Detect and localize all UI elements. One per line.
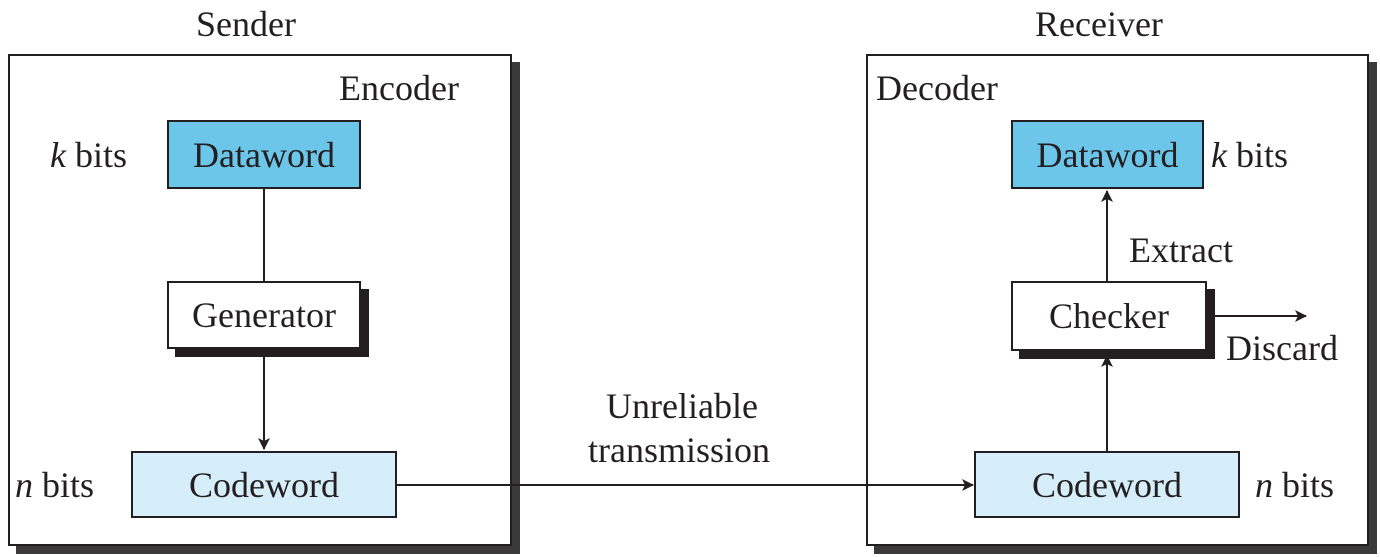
encoder-label: Encoder [339, 68, 459, 108]
receiver-codeword-box: Codeword [974, 451, 1240, 518]
sender-codeword-label: Codeword [189, 464, 339, 505]
checker-box: Checker [1011, 281, 1207, 351]
generator-label: Generator [192, 295, 336, 335]
channel-label-line1: Unreliable [606, 386, 758, 426]
checker-label: Checker [1049, 296, 1169, 336]
extract-label: Extract [1129, 230, 1233, 270]
channel-label-line2: transmission [588, 430, 771, 470]
sender-codeword-size: n bits [15, 465, 95, 505]
discard-label: Discard [1226, 328, 1338, 368]
receiver-dataword-size: k bits [1211, 135, 1288, 175]
sender-codeword-box: Codeword [131, 451, 397, 518]
receiver-codeword-size: n bits [1255, 465, 1335, 505]
receiver-title: Receiver [1035, 4, 1163, 44]
sender-dataword-box: Dataword [167, 120, 361, 189]
receiver-dataword-box: Dataword [1011, 120, 1204, 189]
generator-box: Generator [167, 281, 361, 349]
sender-dataword-size: k bits [50, 135, 127, 175]
receiver-dataword-label: Dataword [1036, 134, 1179, 175]
decoder-label: Decoder [876, 68, 998, 108]
sender-dataword-label: Dataword [193, 134, 335, 175]
receiver-codeword-label: Codeword [1032, 464, 1182, 505]
sender-title: Sender [196, 4, 296, 44]
